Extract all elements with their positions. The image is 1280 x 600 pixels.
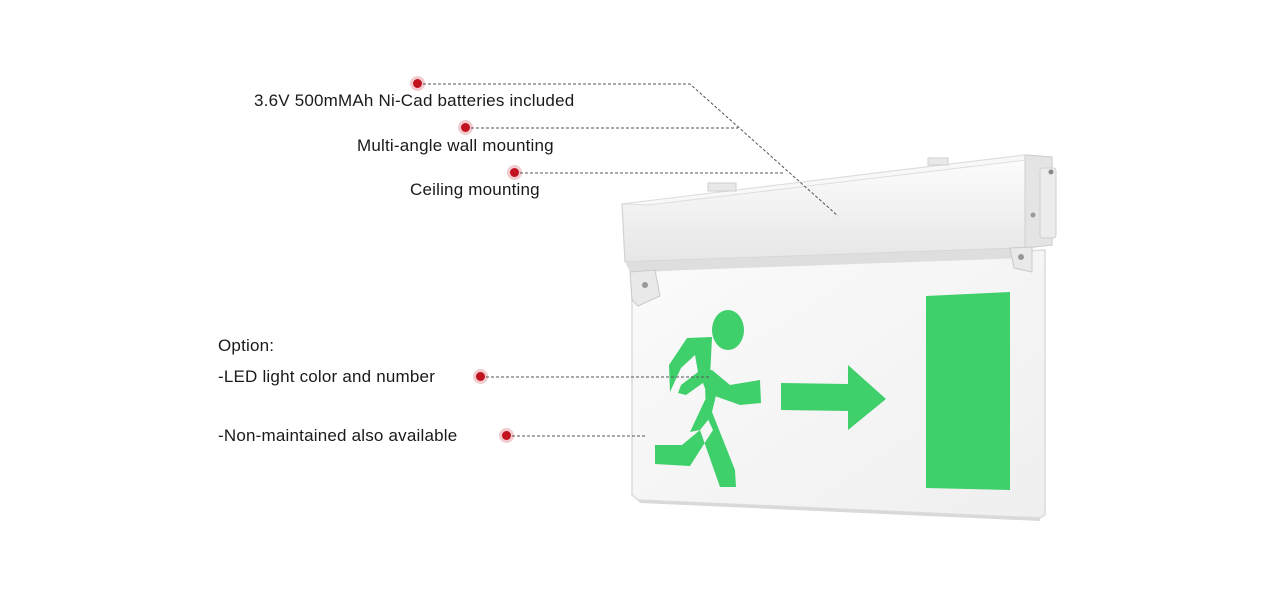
callout-dot-non-maintained	[502, 431, 511, 440]
callout-ceiling-mounting: Ceiling mounting	[410, 180, 540, 199]
exit-door-icon	[926, 292, 1010, 490]
callout-dot-ceiling-mounting	[510, 168, 519, 177]
callout-non-maintained: -Non-maintained also available	[218, 426, 458, 445]
callout-dot-led-option	[476, 372, 485, 381]
callout-dot-wall-mounting	[461, 123, 470, 132]
running-man-icon	[655, 310, 761, 487]
mounting-housing	[621, 154, 1057, 307]
callout-batteries: 3.6V 500mMAh Ni-Cad batteries included	[254, 91, 575, 110]
callout-dot-batteries	[413, 79, 422, 88]
leader-line-batteries	[418, 83, 839, 217]
callout-wall-mounting: Multi-angle wall mounting	[357, 136, 554, 155]
arrow-right-icon	[781, 365, 886, 430]
callout-led-option: -LED light color and number	[218, 367, 436, 386]
option-heading: Option:	[218, 336, 275, 355]
